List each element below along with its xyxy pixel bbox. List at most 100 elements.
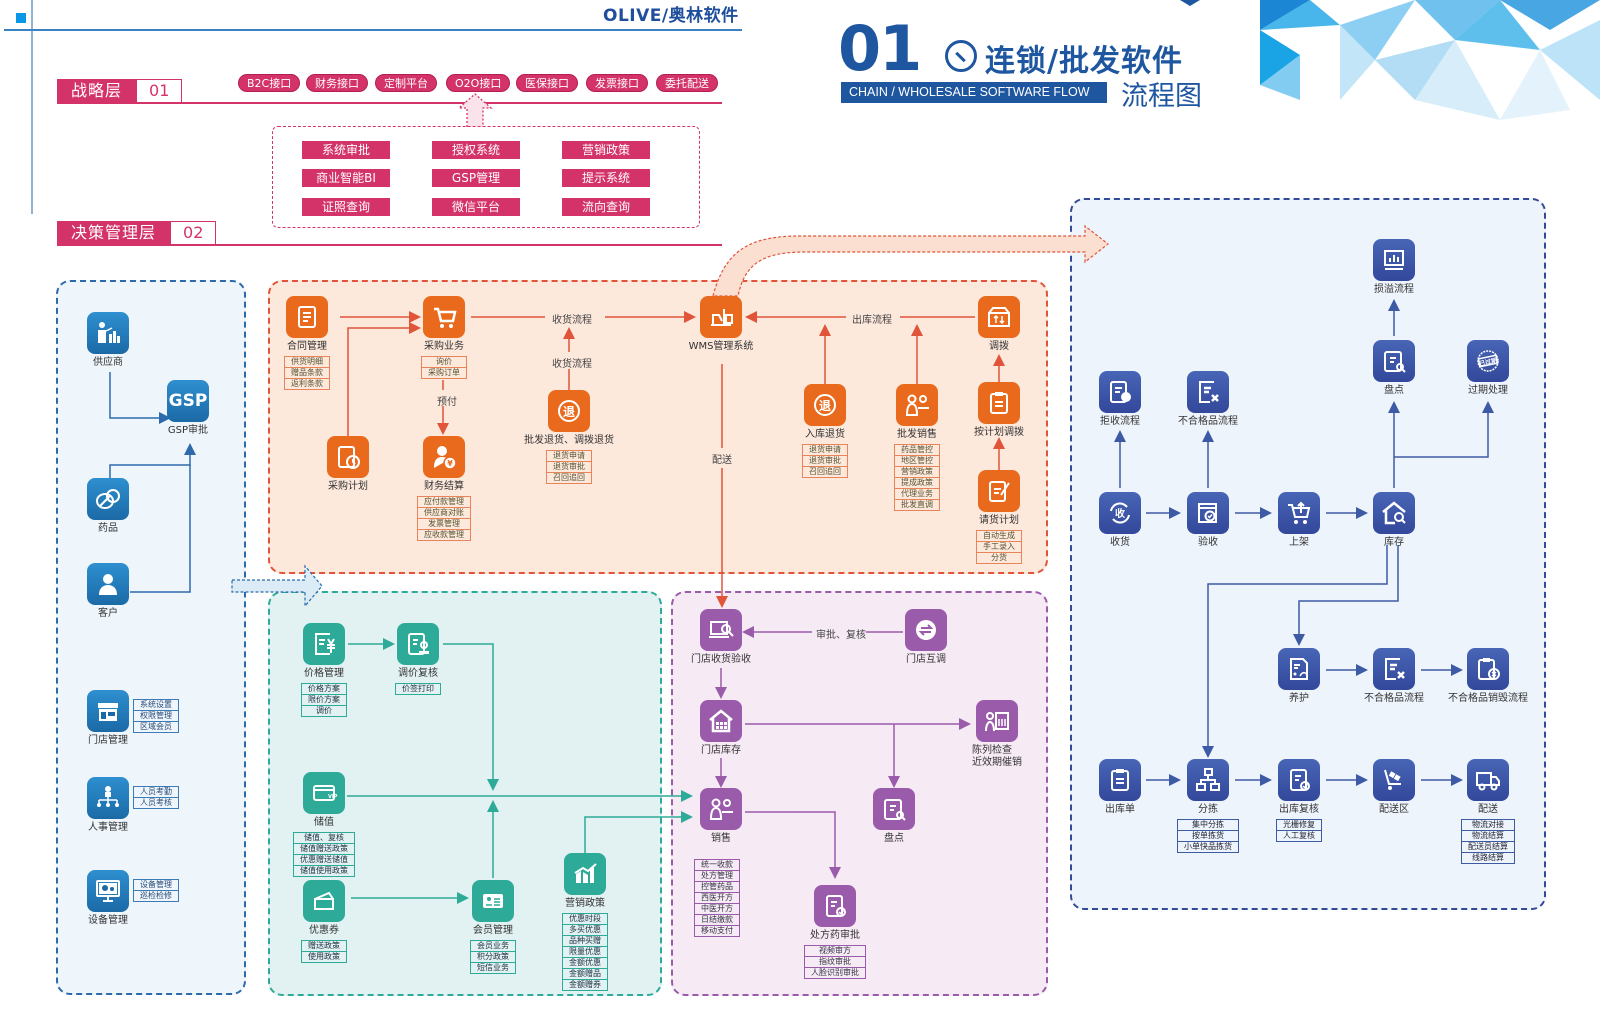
node-label: 优惠券: [309, 925, 339, 936]
retail-node[interactable]: 价格管理价格方案限价方案调价: [269, 623, 379, 717]
warehouse-node[interactable]: 已过期过期处理: [1433, 340, 1543, 397]
detail-item: 指纹审批: [805, 957, 865, 968]
warehouse-node[interactable]: 库存: [1339, 492, 1449, 549]
store-node[interactable]: 盘点: [839, 788, 949, 845]
strategy-module-button[interactable]: 证照查询: [302, 198, 390, 216]
store-node[interactable]: 处方药审批视频审方指纹审批人脸识别审批: [780, 885, 890, 979]
detail-item: 提成政策: [895, 478, 939, 489]
detail-item: 金额优惠: [563, 958, 607, 969]
store-node[interactable]: 门店互调: [871, 609, 981, 666]
purchase-node[interactable]: 请货计划自动生成手工录入分货: [944, 470, 1054, 564]
basic-node[interactable]: 客户: [53, 563, 163, 620]
retail-node[interactable]: 营销政策优惠时段多买优惠品种买赠限量优惠金额优惠金额赠品金额赠券: [530, 853, 640, 991]
interface-pill[interactable]: 委托配送: [656, 74, 718, 92]
node-label: 拒收流程: [1100, 416, 1140, 427]
svg-text:¥: ¥: [447, 459, 453, 468]
title-number: 01: [838, 18, 921, 74]
strategy-module-button[interactable]: 商业智能BI: [302, 169, 390, 187]
node-label: 库存: [1384, 537, 1404, 548]
node-detail-list: 价签打印: [395, 683, 441, 695]
pill-icon: [87, 478, 129, 520]
warehouse-node[interactable]: 养护: [1244, 648, 1354, 705]
purchase-node[interactable]: WMS管理系统: [666, 296, 776, 353]
detail-item: 批发直调: [901, 500, 933, 509]
node-label: 批发退货、调拨退货: [524, 435, 614, 446]
warehouse-node[interactable]: 不合格品流程: [1153, 371, 1263, 428]
org-chart-icon: [87, 777, 129, 819]
interface-pill[interactable]: 发票接口: [586, 74, 648, 92]
warehouse-node[interactable]: 出库复核光栅修复人工复核: [1244, 759, 1354, 842]
strategy-module-button[interactable]: GSP管理: [432, 169, 520, 187]
node-detail-list: 设备管理巡检检修: [133, 879, 179, 902]
retail-node[interactable]: 优惠券赠送政策使用政策: [269, 880, 379, 963]
detail-item: 限量优惠: [563, 947, 607, 958]
basic-node[interactable]: 人事管理人员考勤人员考核: [53, 777, 179, 834]
doc-x-icon: [1187, 371, 1229, 413]
warehouse-node[interactable]: 出库单: [1065, 759, 1175, 816]
detail-item: 人工复核: [1283, 831, 1315, 840]
interface-pill[interactable]: 医保接口: [516, 74, 578, 92]
interface-pill[interactable]: 财务接口: [306, 74, 368, 92]
warehouse-node[interactable]: 验收: [1153, 492, 1263, 549]
purchase-node[interactable]: 采购计划: [293, 436, 403, 493]
detail-item: 金额赠品: [563, 969, 607, 980]
warehouse-node[interactable]: 收收货: [1065, 492, 1175, 549]
basic-node[interactable]: 药品: [53, 478, 163, 535]
node-label: 批发销售: [897, 429, 937, 440]
warehouse-node[interactable]: 损溢流程: [1339, 239, 1449, 296]
purchase-node[interactable]: ¥财务结算应付款管理供应商对账发票管理应收款管理: [389, 436, 499, 541]
basic-node[interactable]: 门店管理系统设置权限管理区域会员: [53, 690, 179, 747]
basic-node[interactable]: 供应商: [53, 312, 163, 369]
detail-item: 召回追回: [553, 473, 585, 482]
node-label-line: 近效期催销: [972, 757, 1022, 768]
store-node[interactable]: 门店库存: [666, 700, 776, 757]
node-label: 入库退货: [805, 429, 845, 440]
warehouse-node[interactable]: 不合格品销毁流程: [1433, 648, 1543, 705]
cart-up-icon: [1278, 492, 1320, 534]
detail-item: 移动支付: [701, 926, 733, 935]
warehouse-node[interactable]: 盘点: [1339, 340, 1449, 397]
warehouse-node[interactable]: 不合格品流程: [1339, 648, 1449, 705]
strategy-module-button[interactable]: 营销政策: [562, 141, 650, 159]
store-node[interactable]: 销售统一收款处方管理控管药品西医开方中医开方日结缴款移动支付: [666, 788, 776, 937]
interface-pill[interactable]: O2O接口: [446, 74, 511, 92]
warehouse-node[interactable]: 拒收流程: [1065, 371, 1175, 428]
detail-item: 价格方案: [302, 684, 346, 695]
window-check-icon: [1187, 492, 1229, 534]
detail-item: 控管药品: [695, 882, 739, 893]
strategy-module-button[interactable]: 授权系统: [432, 141, 520, 159]
strategy-module-button[interactable]: 流向查询: [562, 198, 650, 216]
purchase-node[interactable]: 退入库退货退货申请退货审批召回追回: [770, 384, 880, 478]
purchase-node[interactable]: 采购业务询价采购订单: [389, 296, 499, 379]
return-icon: 退: [804, 384, 846, 426]
detail-item: 地区管控: [895, 456, 939, 467]
detail-item: 药品管控: [895, 445, 939, 456]
warehouse-node[interactable]: 上架: [1244, 492, 1354, 549]
strategy-module-button[interactable]: 提示系统: [562, 169, 650, 187]
strategy-layer-line: [57, 102, 722, 104]
store-node[interactable]: 陈列检查近效期催销: [942, 700, 1052, 769]
strategy-module-button[interactable]: 系统审批: [302, 141, 390, 159]
warehouse-node[interactable]: 分拣集中分拣按单拣货小单快品拣货: [1153, 759, 1263, 853]
detail-item: 发票管理: [418, 519, 470, 530]
strategy-module-button[interactable]: 微信平台: [432, 198, 520, 216]
decision-layer-label: 决策管理层 02: [57, 221, 217, 245]
purchase-node[interactable]: 退批发退货、调拨退货退货申请退货审批召回追回: [514, 390, 624, 484]
warehouse-node[interactable]: 配送物流对接物流结算配送员结算线路结算: [1433, 759, 1543, 864]
purchase-node[interactable]: 批发销售药品管控地区管控营销政策提成政策代理业务批发直调: [862, 384, 972, 511]
warehouse-node[interactable]: 配送区: [1339, 759, 1449, 816]
interface-pill[interactable]: B2C接口: [238, 74, 301, 92]
purchase-node[interactable]: 合同管理供货明细赠品条款返利条款: [252, 296, 362, 390]
basic-node[interactable]: 设备管理设备管理巡检检修: [53, 870, 179, 927]
interface-pill[interactable]: 定制平台: [375, 74, 437, 92]
purchase-node[interactable]: 调拨: [944, 296, 1054, 353]
store-node[interactable]: 门店收货验收: [666, 609, 776, 666]
retail-node[interactable]: 会员管理会员业务积分政策短信业务: [438, 880, 548, 974]
expired-stamp-icon: 已过期: [1467, 340, 1509, 382]
purchase-node[interactable]: 按计划调拨: [944, 382, 1054, 439]
retail-node[interactable]: 调价复核价签打印: [363, 623, 473, 695]
node-label: 处方药审批: [810, 930, 860, 941]
node-label: 不合格品销毁流程: [1448, 693, 1528, 704]
